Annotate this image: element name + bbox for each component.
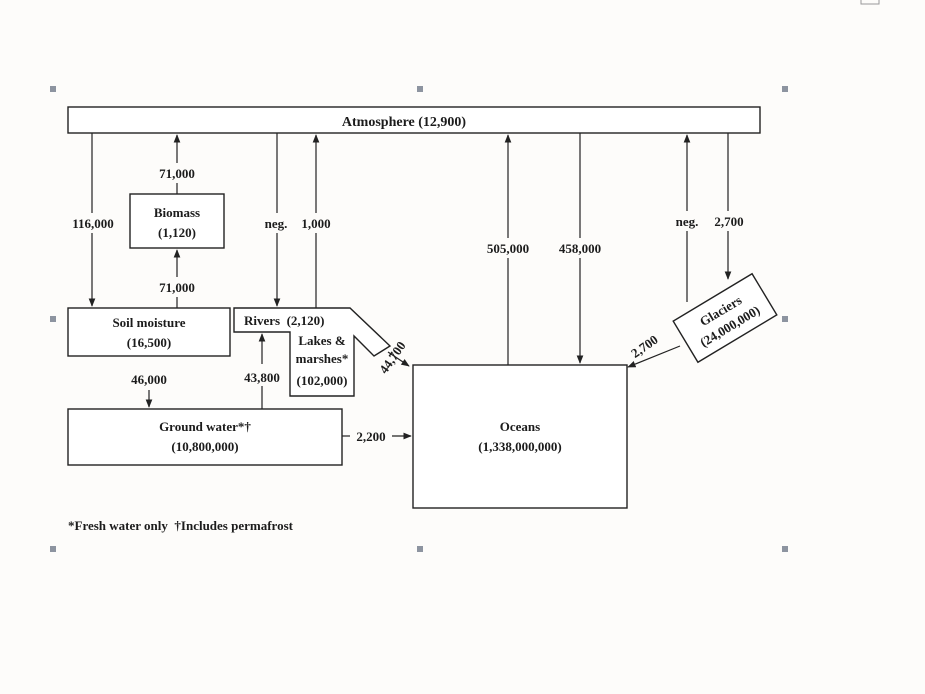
flow-ground-oceans: 2,200 [356,429,385,444]
flow-glaciers-atm: neg. [676,214,699,229]
handle-top-left[interactable] [50,86,56,92]
biomass-name: Biomass [154,205,200,220]
ground-water-box [67,408,343,466]
flow-soil-ground: 46,000 [131,372,167,387]
ground-water-name: Ground water*† [159,419,251,434]
lakes-label-line1: Lakes & [298,333,345,348]
flow-atm-oceans: 458,000 [559,241,601,256]
flow-soil-biomass: 71,000 [159,280,195,295]
flow-atm-glaciers: 2,700 [714,214,743,229]
atmosphere-label: Atmosphere (12,900) [342,115,467,130]
handle-bottom-center[interactable] [417,546,423,552]
flow-atm-rivers: neg. [265,216,288,231]
handle-bottom-right[interactable] [782,546,788,552]
handle-bottom-left[interactable] [50,546,56,552]
flow-oceans-atm: 505,000 [487,241,529,256]
flow-lakes-atm: 1,000 [301,216,330,231]
flow-glaciers-oceans: 2,700 [628,332,661,361]
handle-top-center[interactable] [417,86,423,92]
biomass-box [129,193,225,249]
oceans-value: (1,338,000,000) [478,439,561,454]
flow-biomass-atm: 71,000 [159,166,195,181]
atmosphere-box [67,106,761,134]
ground-water-value: (10,800,000) [171,439,238,454]
lakes-label-line2: marshes* [296,351,349,366]
handle-top-right[interactable] [782,86,788,92]
glaciers-box [672,272,778,364]
arrow-rivers-to-oceans [387,351,410,367]
arrow-glaciers-to-oceans [627,345,681,368]
oceans-box [412,364,628,509]
flow-ground-lakes: 43,800 [244,370,280,385]
rivers-lakes-box [233,307,392,397]
soil-moisture-value: (16,500) [127,335,171,350]
lakes-value: (102,000) [297,373,348,388]
oceans-name: Oceans [500,419,540,434]
handle-middle-left[interactable] [50,316,56,322]
flow-atm-soil: 116,000 [72,216,114,231]
rivers-label: Rivers (2,120) [244,313,325,328]
soil-moisture-box [67,307,231,357]
soil-moisture-name: Soil moisture [112,315,185,330]
glaciers-group: Glaciers (24,000,000) [672,272,778,364]
handle-middle-right[interactable] [782,316,788,322]
footnote: *Fresh water only †Includes permafrost [68,518,294,533]
biomass-value: (1,120) [158,225,196,240]
selection-handles [50,86,788,552]
window-corner-icon [860,0,880,5]
